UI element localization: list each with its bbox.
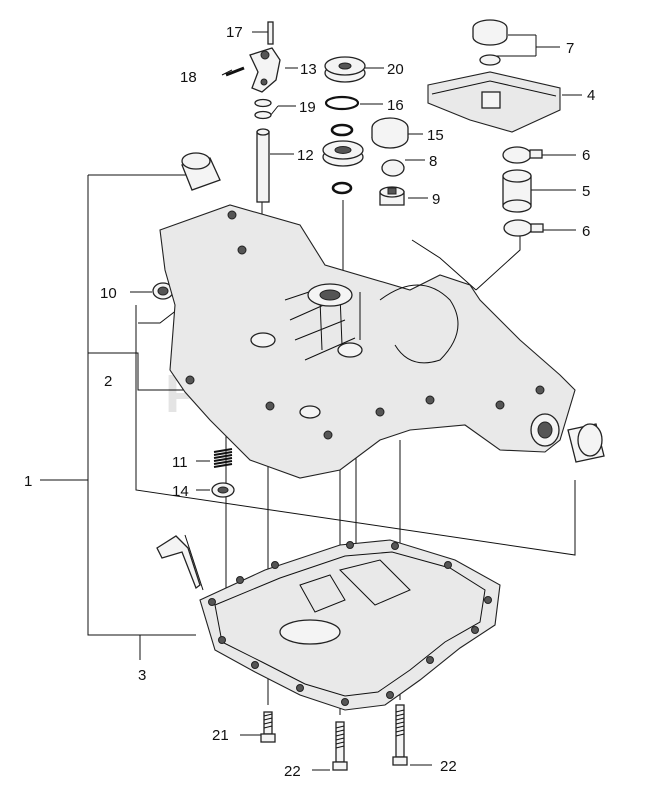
callout-13: 13 — [300, 61, 317, 78]
callout-9: 9 — [432, 191, 440, 208]
part-11-spring — [213, 448, 233, 468]
callout-2: 2 — [104, 373, 112, 390]
callout-17: 17 — [226, 24, 243, 41]
part-13-control-arm — [249, 47, 281, 93]
part-14-ring — [211, 482, 235, 498]
part-10-seal — [152, 282, 174, 300]
part-2-upper-housing — [159, 204, 576, 479]
part-4-reservoir — [427, 71, 561, 133]
part-bearing-upper-ring — [330, 123, 354, 137]
callout-22-left: 22 — [284, 763, 301, 780]
part-22-bolt-right — [392, 704, 408, 766]
part-16-snap-ring — [324, 95, 360, 111]
callout-6-lower: 6 — [582, 223, 590, 240]
part-9-coupler — [379, 186, 405, 206]
callout-14: 14 — [172, 483, 189, 500]
callout-15: 15 — [427, 127, 444, 144]
callout-3: 3 — [138, 667, 146, 684]
part-3-lower-housing — [199, 539, 501, 711]
part-18-pin — [225, 66, 245, 77]
part-19-washers — [254, 98, 272, 120]
callout-22-right: 22 — [440, 758, 457, 775]
part-21-bolt — [260, 711, 276, 743]
part-17-pin — [267, 21, 274, 45]
part-6-clamp-upper — [502, 146, 543, 164]
part-8-washer — [381, 159, 405, 177]
part-5-hose — [502, 169, 532, 213]
part-22-bolt-left — [332, 721, 348, 771]
part-bearing-lower-ring — [331, 181, 353, 195]
part-20-seal — [324, 56, 366, 83]
part-12-bearing — [322, 140, 364, 167]
callout-1: 1 — [24, 473, 32, 490]
callout-7: 7 — [566, 40, 574, 57]
callout-11: 11 — [172, 454, 188, 471]
callout-12: 12 — [297, 147, 314, 164]
part-7-cap — [472, 19, 508, 66]
part-dipstick — [156, 535, 201, 590]
callout-19: 19 — [299, 99, 316, 116]
callout-21: 21 — [212, 727, 229, 744]
callout-labels: 17 18 13 20 19 16 15 12 8 9 7 4 6 5 6 10… — [24, 24, 595, 780]
callout-5: 5 — [582, 183, 590, 200]
callout-16: 16 — [387, 97, 404, 114]
part-12-shaft — [256, 128, 270, 203]
callout-4: 4 — [587, 87, 595, 104]
callout-18: 18 — [180, 69, 197, 86]
part-15-cap — [371, 117, 409, 149]
callout-20: 20 — [387, 61, 404, 78]
callout-10: 10 — [100, 285, 117, 302]
part-bushing-upper — [181, 152, 221, 191]
callout-8: 8 — [429, 153, 437, 170]
part-6-clamp-lower — [503, 219, 544, 237]
part-axle-bushing-right — [567, 423, 605, 463]
callout-6-upper: 6 — [582, 147, 590, 164]
